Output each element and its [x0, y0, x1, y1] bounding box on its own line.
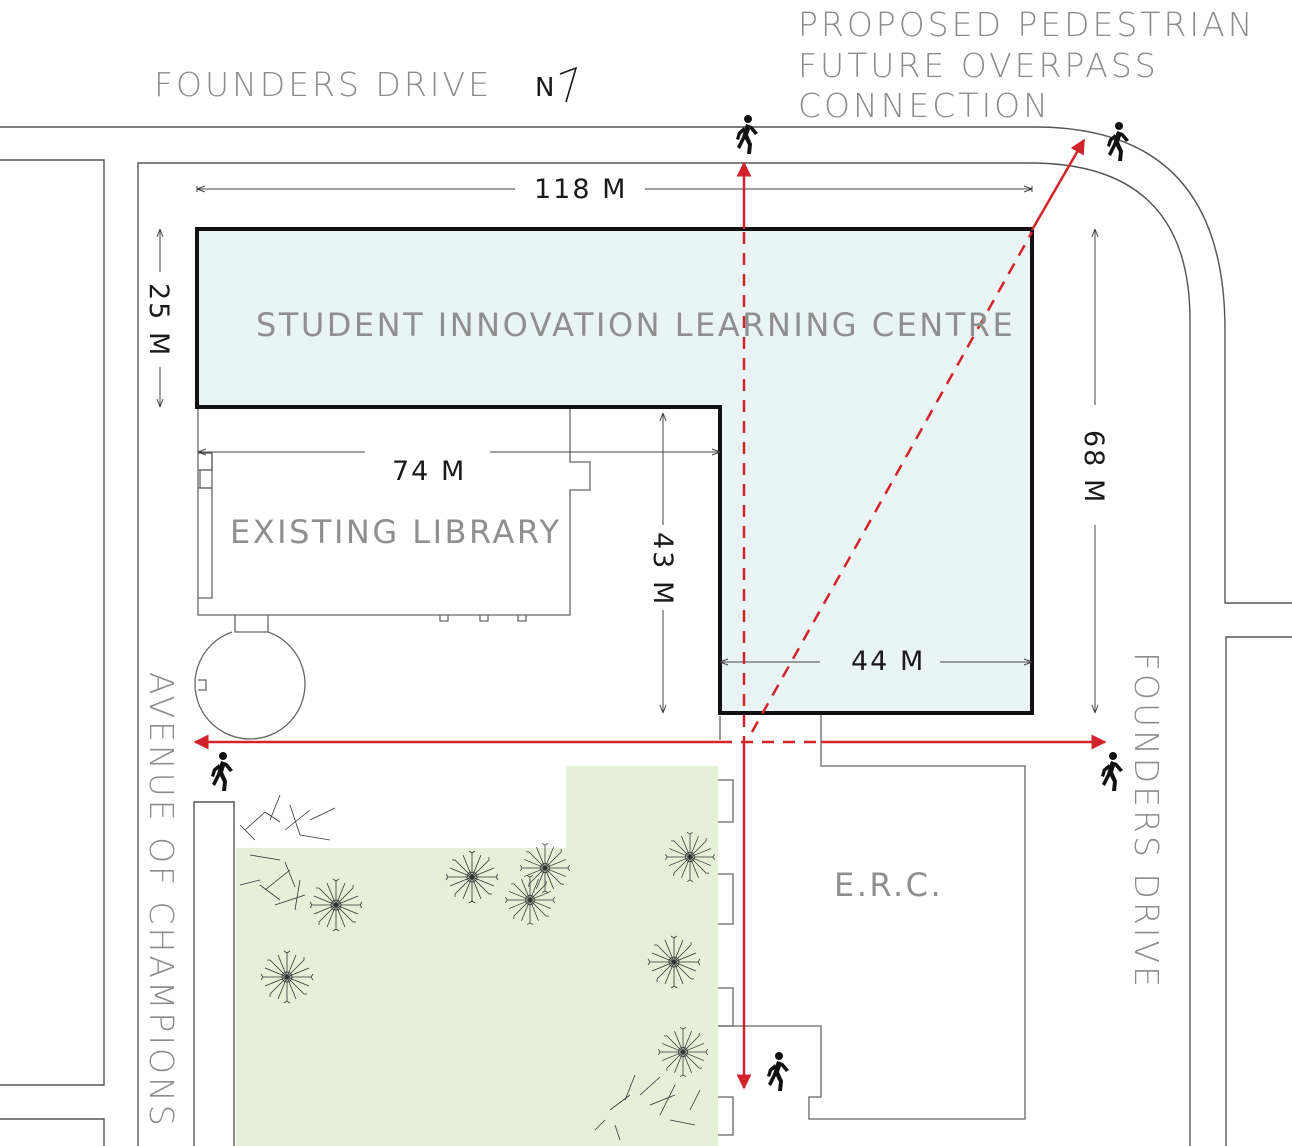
- dim-label-wing-depth: 43 M: [647, 532, 678, 606]
- street-label-left: AVENUE OF CHAMPIONS: [142, 672, 181, 1129]
- road-edges: [0, 126, 1292, 1146]
- diagonal-path-dashed: [750, 231, 1034, 733]
- north-arrow-icon: [559, 66, 578, 103]
- dim-label-library-width: 74 M: [392, 456, 466, 487]
- pedestrian-icon-overpass: [1107, 122, 1129, 161]
- library-label: EXISTING LIBRARY: [230, 513, 562, 551]
- dim-label-depth-left: 25 M: [143, 283, 174, 357]
- pedestrian-icon-east: [1101, 752, 1123, 791]
- erc-label: E.R.C.: [834, 866, 943, 904]
- pedestrian-icon-south: [767, 1052, 789, 1091]
- dim-label-width-top: 118 M: [534, 174, 627, 205]
- silc-building-outline: [195, 227, 1034, 715]
- dim-label-wing-width: 44 M: [851, 646, 925, 677]
- overpass-caption-line3: CONNECTION: [798, 86, 1051, 125]
- pedestrian-icon-top: [736, 115, 758, 154]
- diagonal-overpass-path: [1030, 138, 1086, 231]
- overpass-caption-line2: FUTURE OVERPASS: [798, 46, 1159, 85]
- dim-label-right-depth: 68 M: [1078, 430, 1109, 504]
- green-space: [236, 766, 718, 1146]
- existing-library: [194, 395, 721, 740]
- dimension-lines: [156, 185, 1099, 714]
- street-label-top: FOUNDERS DRIVE: [154, 65, 492, 104]
- overpass-caption-line1: PROPOSED PEDESTRIAN: [798, 5, 1255, 44]
- erc-building: [718, 713, 1026, 1136]
- street-label-right: FOUNDERS DRIVE: [1127, 652, 1166, 990]
- silc-label: STUDENT INNOVATION LEARNING CENTRE: [256, 306, 1015, 344]
- pedestrian-paths: [193, 138, 1107, 1090]
- north-label: N: [535, 73, 554, 103]
- trees: [239, 794, 716, 1141]
- pedestrian-icon-west: [211, 752, 233, 791]
